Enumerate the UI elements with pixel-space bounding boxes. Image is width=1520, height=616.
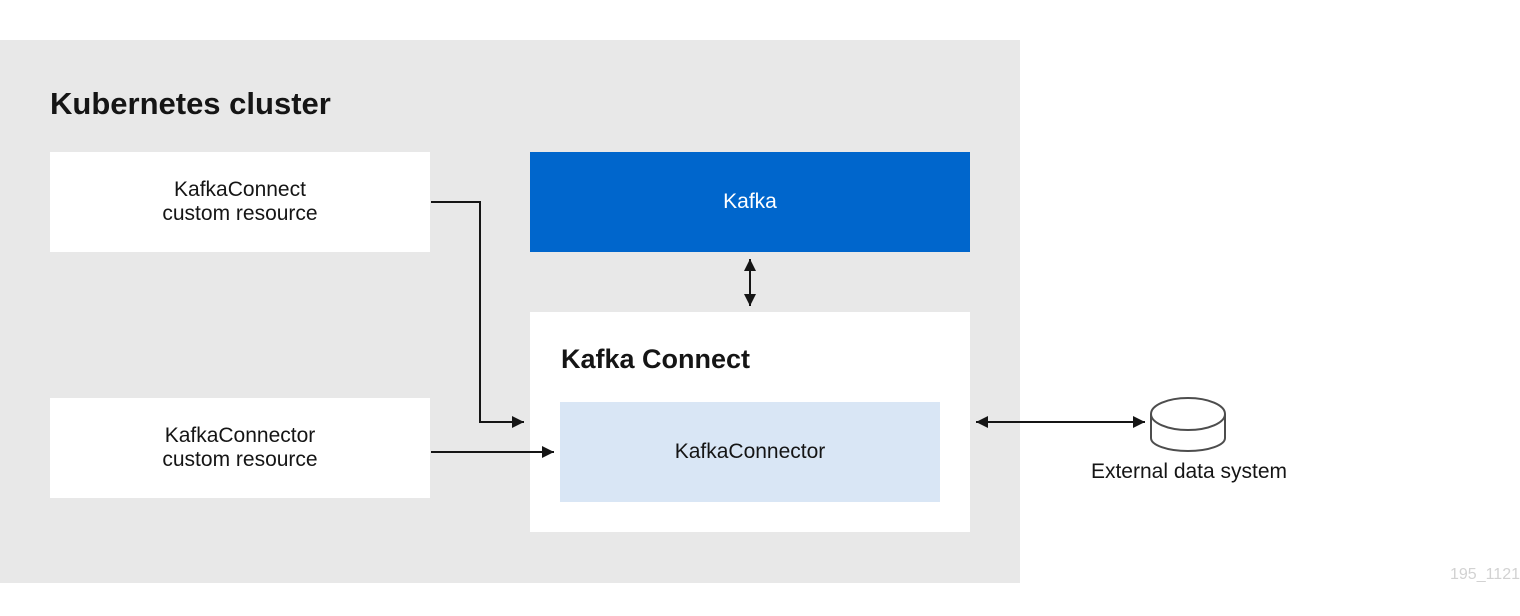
kafka-connect-title: Kafka Connect — [561, 344, 751, 374]
figure-id: 195_1121 — [1450, 566, 1520, 583]
kafkaconnect-custom-resource-box[interactable]: KafkaConnect custom resource — [50, 152, 430, 252]
kafka-connector-label: KafkaConnector — [674, 440, 826, 463]
external-data-system-label: External data system — [1090, 460, 1288, 483]
kafkaconnector-custom-resource-box[interactable]: KafkaConnector custom resource — [50, 398, 430, 498]
kafkaconnect-cr-to-connect-arrow — [431, 201, 524, 428]
kafka-box[interactable]: Kafka — [530, 152, 970, 252]
kafkaconnector-custom-resource-label: KafkaConnector custom resource — [162, 424, 318, 471]
kafka-connector-box[interactable]: KafkaConnector — [560, 402, 940, 502]
database-cylinder-icon — [1150, 397, 1226, 452]
kafka-label: Kafka — [723, 190, 777, 213]
kafkaconnect-custom-resource-label: KafkaConnect custom resource — [162, 178, 318, 225]
cluster-title: Kubernetes cluster — [50, 86, 331, 121]
